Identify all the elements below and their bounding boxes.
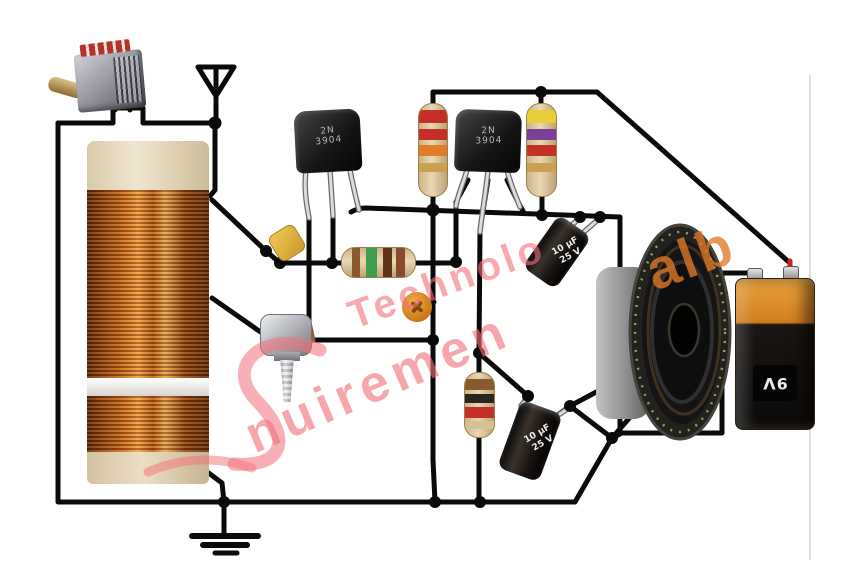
loudspeaker [592, 222, 732, 444]
resistor-r1 [418, 103, 448, 197]
speaker-dust-cap [667, 302, 701, 358]
battery-label: 9V [753, 365, 797, 401]
resistor-band [527, 145, 556, 156]
trimmer-capacitor [402, 292, 432, 322]
ground-icon [189, 499, 261, 556]
transistor-q2-label: 2N 3904 [475, 125, 503, 147]
loudspeaker-graphic [596, 223, 732, 441]
switch-body [73, 49, 147, 113]
resistor-band [419, 145, 447, 156]
resistor-band [419, 163, 447, 172]
resistor-band [352, 248, 360, 277]
resistor-r2 [526, 103, 557, 197]
potentiometer [258, 310, 316, 402]
battery-body: 9V [735, 278, 815, 430]
antenna-icon [195, 64, 237, 126]
resistor-r4 [464, 372, 495, 438]
speaker-rim-screws [633, 230, 727, 434]
resistor-band [396, 248, 405, 277]
potentiometer-nut [274, 352, 300, 361]
nine-volt-battery: 9V [735, 262, 815, 432]
coil-winding-upper [87, 190, 209, 378]
resistor-band [419, 129, 447, 140]
speaker-cone-highlight [646, 244, 722, 416]
potentiometer-body [260, 314, 312, 356]
component-legs [302, 167, 603, 417]
resistor-band [465, 379, 494, 390]
resistor-band [465, 394, 494, 403]
switch-contacts [112, 55, 143, 104]
resistor-band [383, 248, 392, 277]
resistor-band [419, 110, 447, 123]
resistor-r3 [341, 247, 416, 278]
resistor-band [465, 421, 494, 429]
transistor-q1-label: 2N 3904 [314, 125, 343, 148]
potentiometer-shaft [280, 360, 294, 402]
resistor-band [527, 110, 556, 123]
resistor-band [366, 248, 377, 277]
coil-tube-top [87, 141, 209, 190]
junction-dots [208, 86, 618, 508]
coil-white-band [87, 378, 209, 396]
rotary-tuning-switch [46, 38, 152, 116]
resistor-band [465, 407, 494, 418]
transistor-q2: 2N 3904 [453, 108, 523, 174]
coil-tube-bottom [87, 452, 209, 484]
resistor-band [527, 163, 556, 172]
transistor-q1: 2N 3904 [293, 108, 363, 174]
copper-coil [87, 141, 209, 484]
coil-winding-lower [87, 396, 209, 452]
resistor-band [527, 129, 556, 140]
